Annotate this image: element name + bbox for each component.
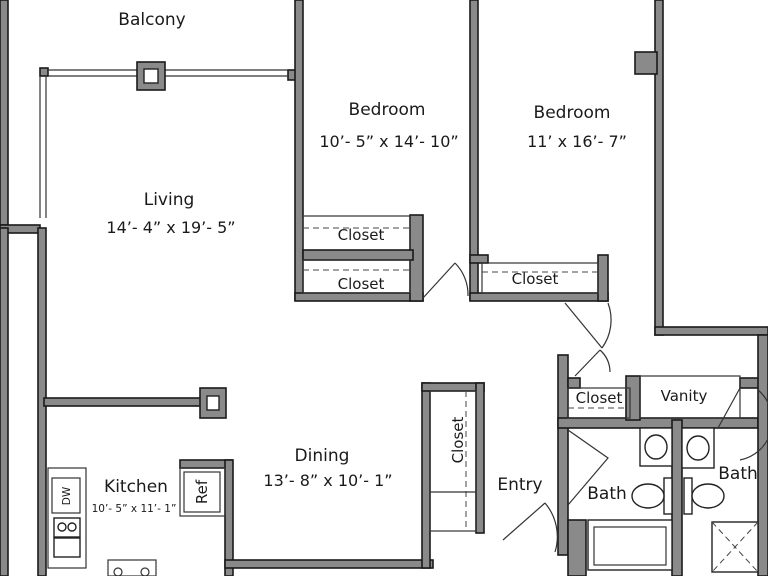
closet-label-d: Closet xyxy=(576,389,623,407)
dining-size: 13’- 8” x 10’- 1” xyxy=(263,471,392,490)
bedroom1-size: 10’- 5” x 14’- 10” xyxy=(319,132,458,151)
hall-closet xyxy=(567,349,631,419)
vanity-label: Vanity xyxy=(661,387,708,405)
bedroom1-closets xyxy=(302,215,414,294)
dining-label: Dining xyxy=(295,446,350,466)
bedroom1-label: Bedroom xyxy=(349,100,426,120)
closet-label-e: Closet xyxy=(449,417,467,464)
balcony-window xyxy=(39,61,288,218)
bath2-label: Bath xyxy=(718,464,758,484)
dishwasher-label: DW xyxy=(61,486,73,505)
closet-label-b: Closet xyxy=(338,275,385,293)
bedroom2-door xyxy=(564,302,612,349)
entry-door xyxy=(502,502,558,553)
kitchen-fixtures xyxy=(47,467,226,576)
living-label: Living xyxy=(144,190,195,210)
bath-doors xyxy=(567,387,768,506)
kitchen-size: 10’- 5” x 11’- 1” xyxy=(92,503,177,515)
bedroom1-door xyxy=(422,262,469,299)
refrigerator-label: Ref xyxy=(193,479,211,504)
bath1-label: Bath xyxy=(587,484,627,504)
bath2-fixtures xyxy=(681,427,759,573)
closet-label-c: Closet xyxy=(512,270,559,288)
bedroom2-closet xyxy=(481,262,599,294)
bedroom2-label: Bedroom xyxy=(534,103,611,123)
entry-closet xyxy=(429,390,477,532)
closet-label-a: Closet xyxy=(338,226,385,244)
entry-label: Entry xyxy=(497,475,542,495)
living-size: 14’- 4” x 19’- 5” xyxy=(106,218,235,237)
bath1-fixtures xyxy=(587,427,673,571)
kitchen-label: Kitchen xyxy=(104,477,168,497)
bedroom2-size: 11’ x 16’- 7” xyxy=(527,132,627,151)
balcony-label: Balcony xyxy=(118,10,185,30)
vanity-area xyxy=(639,375,741,419)
